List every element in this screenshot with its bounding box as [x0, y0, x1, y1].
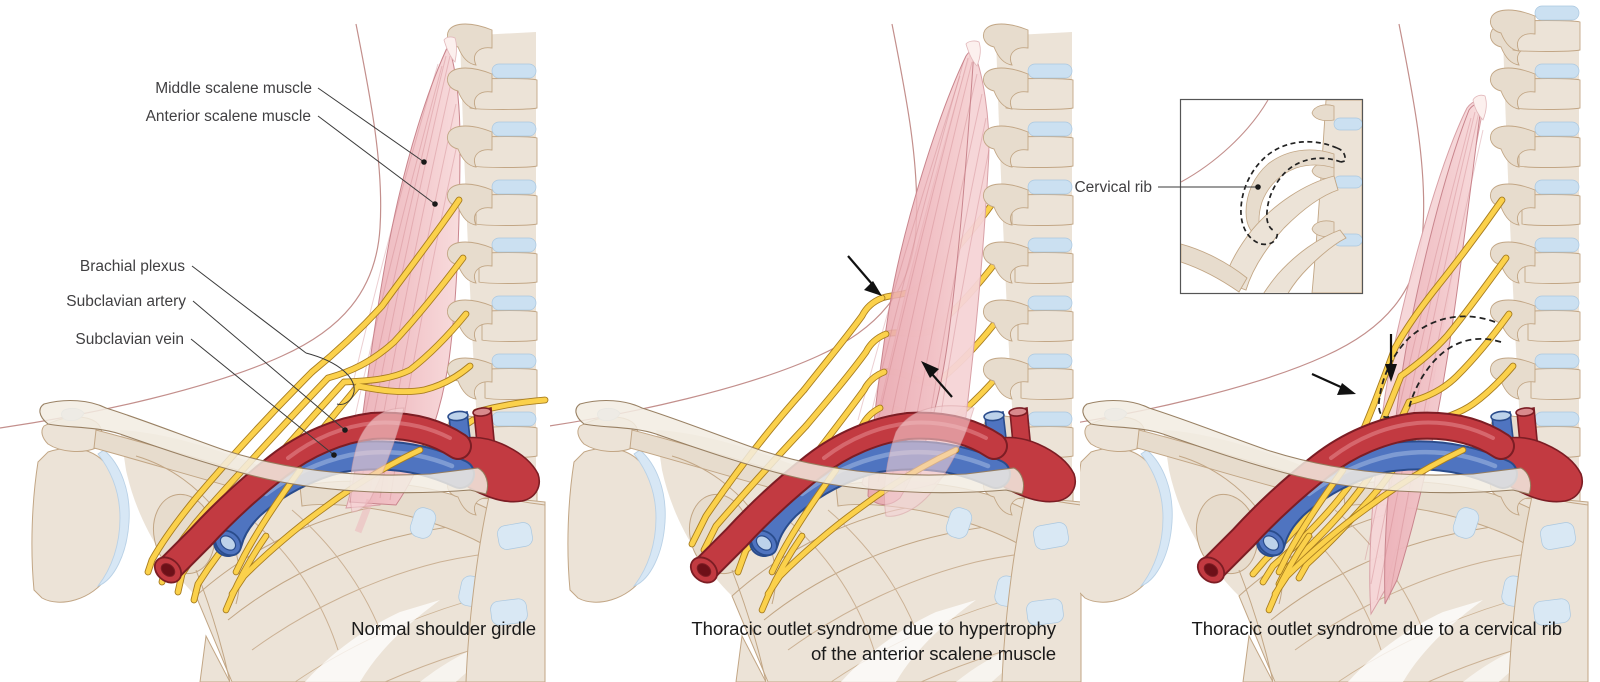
svg-text:Brachial plexus: Brachial plexus — [80, 258, 185, 275]
svg-text:Normal shoulder girdle: Normal shoulder girdle — [351, 618, 536, 639]
svg-text:Middle scalene muscle: Middle scalene muscle — [155, 80, 312, 97]
svg-text:Thoracic outlet syndrome due t: Thoracic outlet syndrome due to hypertro… — [691, 618, 1056, 639]
svg-text:Subclavian artery: Subclavian artery — [66, 293, 186, 310]
svg-text:Subclavian vein: Subclavian vein — [75, 331, 184, 348]
svg-text:Thoracic outlet syndrome due t: Thoracic outlet syndrome due to a cervic… — [1191, 618, 1562, 639]
svg-text:Cervical rib: Cervical rib — [1074, 179, 1152, 196]
svg-text:of the anterior scalene muscle: of the anterior scalene muscle — [811, 643, 1056, 664]
svg-text:Anterior scalene muscle: Anterior scalene muscle — [146, 108, 311, 125]
